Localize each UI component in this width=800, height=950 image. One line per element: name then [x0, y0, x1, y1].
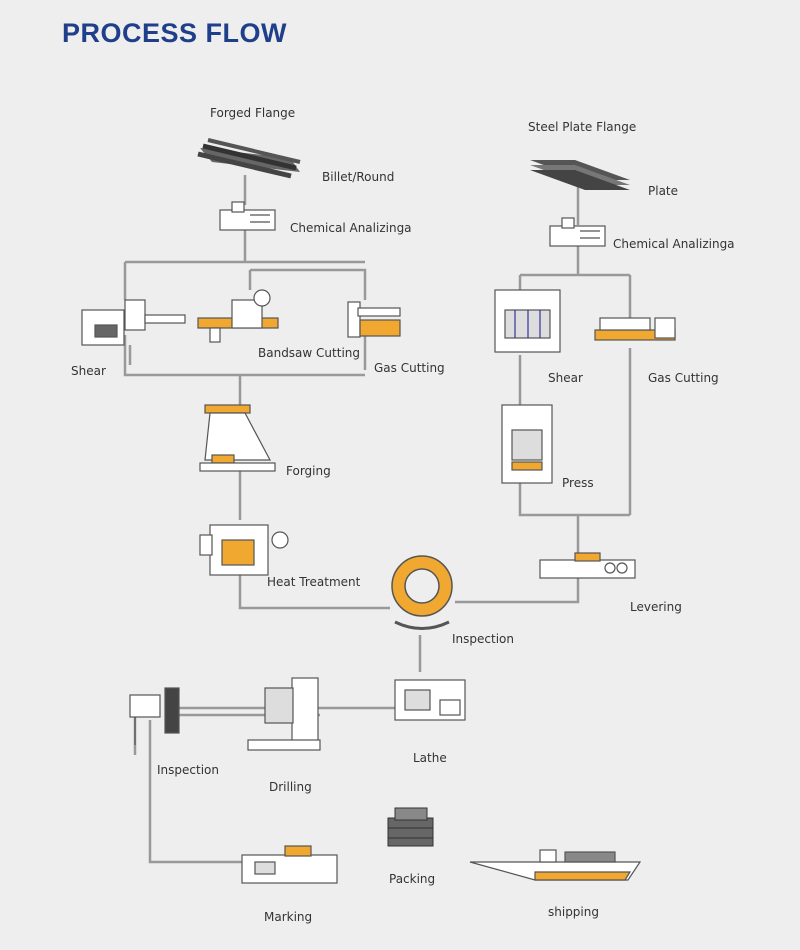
label-heat-treatment: Heat Treatment	[267, 575, 361, 589]
label-chemical-analysis-right: Chemical Analizinga	[613, 237, 735, 251]
levering-machine-icon	[539, 552, 636, 579]
forging-press-icon	[199, 404, 276, 472]
label-inspection-top: Inspection	[452, 632, 514, 646]
label-packing: Packing	[389, 872, 436, 886]
connector-lines	[123, 175, 632, 864]
gas-cutting-machine-icon-left	[347, 301, 401, 338]
packing-boxes-icon	[387, 807, 434, 847]
label-inspection-bottom: Inspection	[157, 763, 219, 777]
marking-machine-icon	[241, 845, 338, 884]
label-press: Press	[562, 476, 594, 490]
heat-treatment-furnace-icon	[199, 524, 289, 576]
shear-machine-icon-left	[81, 299, 186, 346]
label-shear-right: Shear	[548, 371, 583, 385]
shear-machine-icon-right	[494, 289, 561, 353]
inspection-gauge-icon	[129, 687, 180, 745]
label-bandsaw-cutting: Bandsaw Cutting	[258, 346, 360, 360]
label-gas-cutting-right: Gas Cutting	[648, 371, 719, 385]
chemical-analyzer-icon-right	[549, 217, 606, 247]
gas-cutting-machine-icon-right	[594, 317, 676, 341]
page-title: PROCESS FLOW	[62, 18, 288, 48]
label-marking: Marking	[264, 910, 313, 924]
flange-ring-icon	[391, 555, 453, 630]
label-gas-cutting-left: Gas Cutting	[374, 361, 445, 375]
label-steel-plate-flange: Steel Plate Flange	[528, 120, 637, 134]
cargo-ship-icon	[469, 849, 642, 881]
label-drilling: Drilling	[269, 780, 312, 794]
label-plate: Plate	[648, 184, 679, 198]
label-shipping: shipping	[548, 905, 599, 919]
label-lathe: Lathe	[413, 751, 447, 765]
label-billet-round: Billet/Round	[322, 170, 395, 184]
label-chemical-analysis-left: Chemical Analizinga	[290, 221, 412, 235]
label-forged-flange: Forged Flange	[210, 106, 296, 120]
chemical-analyzer-icon-left	[219, 201, 276, 231]
lathe-machine-icon	[394, 679, 466, 721]
bandsaw-machine-icon	[197, 289, 279, 343]
press-machine-icon	[501, 404, 553, 484]
steel-plate-icon	[530, 160, 630, 190]
billet-round-icon	[197, 138, 301, 179]
label-forging: Forging	[286, 464, 331, 478]
label-levering: Levering	[630, 600, 682, 614]
drilling-machine-icon	[247, 677, 321, 751]
label-shear-left: Shear	[71, 364, 106, 378]
